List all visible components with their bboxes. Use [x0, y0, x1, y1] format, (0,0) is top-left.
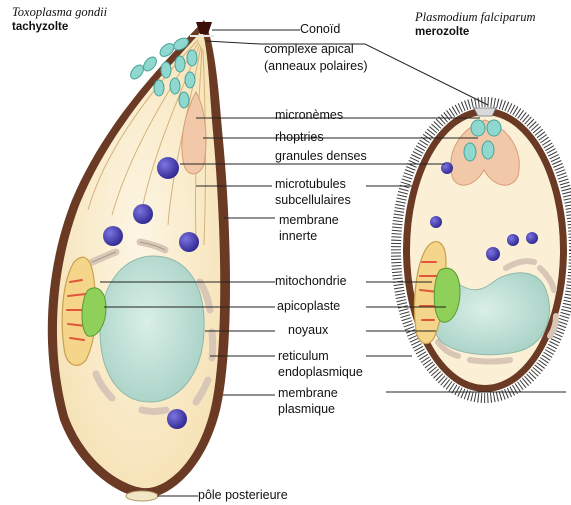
label-inner-membrane: membrane	[279, 213, 339, 228]
label-er-sub: endoplasmique	[278, 365, 363, 380]
label-inner-membrane-sub: innerte	[279, 229, 317, 244]
label-mitochondria: mitochondrie	[275, 274, 347, 289]
tachyzoite-cell	[48, 20, 230, 501]
label-nuclei: noyaux	[288, 323, 328, 338]
merozoite-title: Plasmodium falciparum merozolte	[415, 10, 535, 39]
label-er: reticulum	[278, 349, 329, 364]
merozoite-cell	[396, 102, 571, 398]
label-plasma-membrane-sub: plasmique	[278, 402, 335, 417]
label-microtubules-sub: subcellulaires	[275, 193, 351, 208]
label-microtubules: microtubules	[275, 177, 346, 192]
posterior-pole	[126, 491, 158, 501]
label-posterior-pole: pôle posterieure	[198, 488, 288, 503]
label-dense-granules: granules denses	[275, 149, 367, 164]
tachyzoite-stage-name: tachyzolte	[12, 21, 68, 33]
merozoite-species-name: Plasmodium falciparum	[415, 10, 535, 24]
tachyzoite-nucleus	[100, 256, 204, 402]
merozoite-apical-rings	[474, 108, 496, 116]
label-apicoplast: apicoplaste	[277, 299, 340, 314]
label-rhoptries: rhoptries	[275, 130, 324, 145]
label-micronemes: micronèmes	[275, 108, 343, 123]
tachyzoite-species-name: Toxoplasma gondii	[12, 5, 107, 19]
label-conoid: Conoïd	[300, 22, 340, 37]
label-apical-complex-note: (anneaux polaires)	[264, 59, 368, 74]
label-plasma-membrane: membrane	[278, 386, 338, 401]
label-apical-complex: complexe apical	[264, 42, 354, 57]
merozoite-stage-name: merozolte	[415, 26, 469, 38]
tachyzoite-title: Toxoplasma gondii tachyzolte	[12, 5, 107, 34]
